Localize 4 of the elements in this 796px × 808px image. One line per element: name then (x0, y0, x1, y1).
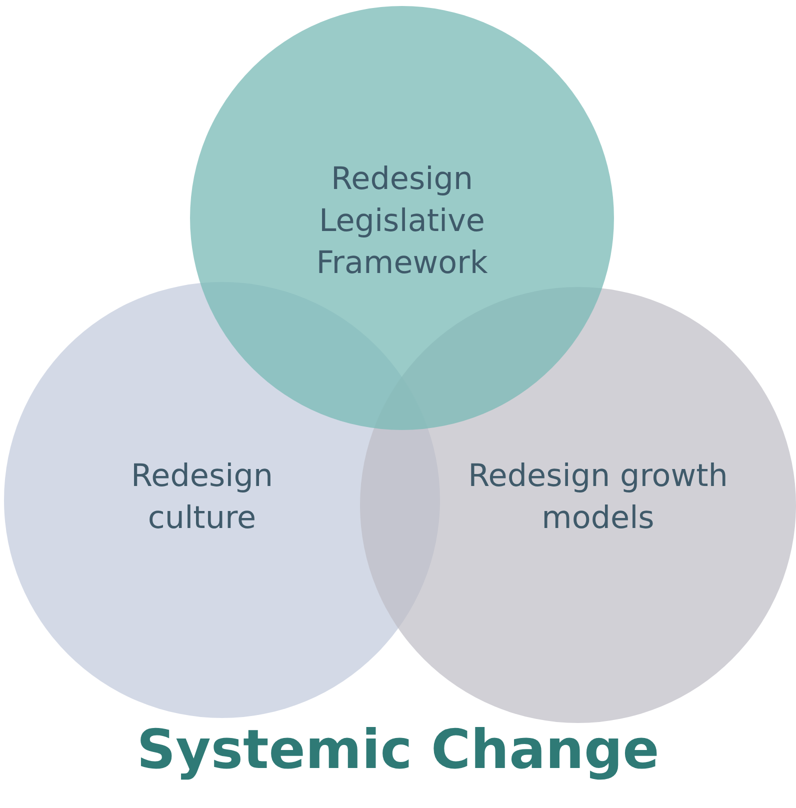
circle-label: Redesign Legislative Framework (315, 160, 489, 283)
circle-label: Redesign growth models (467, 457, 729, 538)
diagram-title: Systemic Change (136, 718, 660, 781)
circle-label: Redesign culture (130, 457, 274, 538)
